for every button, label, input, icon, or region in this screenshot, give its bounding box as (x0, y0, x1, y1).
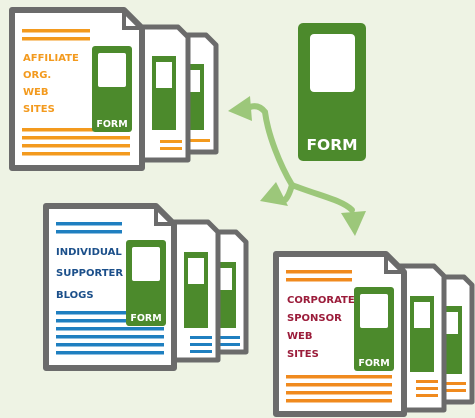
text-stripe (56, 222, 122, 226)
group-title-line: INDIVIDUAL (56, 247, 122, 258)
text-stripe (22, 144, 130, 148)
arrow-shaft (289, 182, 355, 213)
form-widget-label: FORM (358, 358, 389, 369)
text-stripe (22, 128, 130, 132)
text-stripe (286, 375, 392, 379)
text-stripe (56, 335, 164, 339)
text-stripe (56, 319, 164, 323)
arrow-shaft (247, 103, 295, 188)
form-widget-window (98, 53, 126, 87)
group-title-line: AFFILIATE (23, 53, 79, 64)
text-stripe (286, 270, 352, 274)
text-stripe (286, 399, 392, 403)
text-stripe (56, 311, 164, 315)
group-title-line: WEB (23, 87, 48, 98)
form-widget-label: FORM (130, 313, 161, 324)
form-widget-window (360, 294, 388, 328)
group-title-line: SPONSOR (287, 313, 342, 324)
text-stripe (56, 327, 164, 331)
text-stripe (22, 37, 90, 41)
group-title-line: CORPORATE (287, 295, 355, 306)
distribution-arrows (247, 103, 355, 213)
arrowhead (260, 182, 288, 206)
group-title-line: SUPPORTER (56, 268, 123, 279)
text-stripe (286, 278, 352, 282)
text-stripe (286, 383, 392, 387)
central-form-window (310, 34, 355, 92)
group-title-line: BLOGS (56, 290, 94, 301)
group-title-line: ORG. (23, 70, 51, 81)
form-widget-window (132, 247, 160, 281)
back-page (139, 24, 191, 163)
front-page: FORM AFFILIATE ORG. WEB SITES (9, 7, 145, 171)
corporate-sponsor-group: FORM CORPORATE SPONSOR WEB SITES (273, 251, 475, 417)
arrowheads (228, 96, 366, 236)
text-stripe (22, 136, 130, 140)
front-page: FORM CORPORATE SPONSOR WEB SITES (273, 251, 407, 417)
group-title-line: WEB (287, 331, 312, 342)
central-form-label: FORM (306, 136, 357, 154)
text-stripe (286, 391, 392, 395)
affiliate-sites-group: FORM AFFILIATE ORG. WEB SITES (9, 7, 219, 171)
group-title-line: SITES (23, 104, 55, 115)
form-widget-label: FORM (96, 119, 127, 130)
central-form-card: FORM (298, 23, 366, 161)
group-title-line: SITES (287, 349, 319, 360)
back-page (397, 263, 447, 413)
text-stripe (22, 152, 130, 156)
text-stripe (56, 343, 164, 347)
arrowhead (341, 211, 366, 236)
text-stripe (22, 29, 90, 33)
arrowhead (228, 96, 252, 121)
text-stripe (56, 351, 164, 355)
front-page: FORM INDIVIDUAL SUPPORTER BLOGS (43, 203, 177, 371)
back-page (171, 219, 221, 363)
text-stripe (56, 230, 122, 234)
individual-blogs-group: FORM INDIVIDUAL SUPPORTER BLOGS (43, 203, 249, 371)
